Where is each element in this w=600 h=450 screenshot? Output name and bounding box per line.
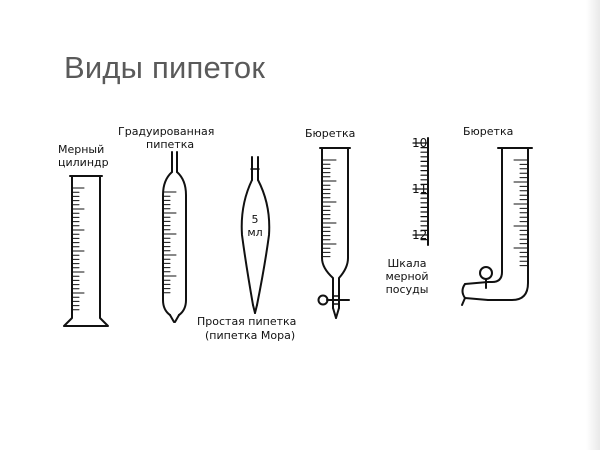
slide-title: Виды пипеток: [64, 50, 266, 85]
simple-pipette-label-line1: Простая пипетка: [197, 315, 297, 328]
scale-number-10: 10: [412, 136, 427, 150]
scale-label-line2: мерной: [385, 270, 429, 283]
burette1-label: Бюретка: [305, 127, 356, 140]
cylinder-label-line1: Мерный: [58, 143, 105, 156]
scale-number-12: 12: [412, 228, 427, 242]
simple-pipette: [240, 156, 271, 314]
simple-pipette-volume-unit: мл: [247, 226, 262, 239]
burette-j-shaped: [461, 147, 533, 306]
burette-straight: [317, 147, 351, 319]
scale-number-11: 11: [412, 182, 427, 196]
graduated-pipette-label-line1: Градуированная: [118, 125, 215, 138]
slide-edge-shadow: [586, 0, 600, 450]
simple-pipette-volume-number: 5: [252, 213, 259, 226]
graduated-pipette-label-line2: пипетка: [146, 138, 195, 151]
graduated-pipette: [162, 151, 187, 323]
simple-pipette-label-line2: (пипетка Мора): [205, 329, 296, 342]
volumetric-scale: [412, 137, 429, 246]
burette2-label: Бюретка: [463, 125, 514, 138]
scale-label-line3: посуды: [385, 283, 429, 296]
scale-label-line1: Шкала: [387, 257, 427, 270]
cylinder-label-line2: цилиндр: [58, 156, 109, 169]
measuring-cylinder: [63, 175, 109, 327]
